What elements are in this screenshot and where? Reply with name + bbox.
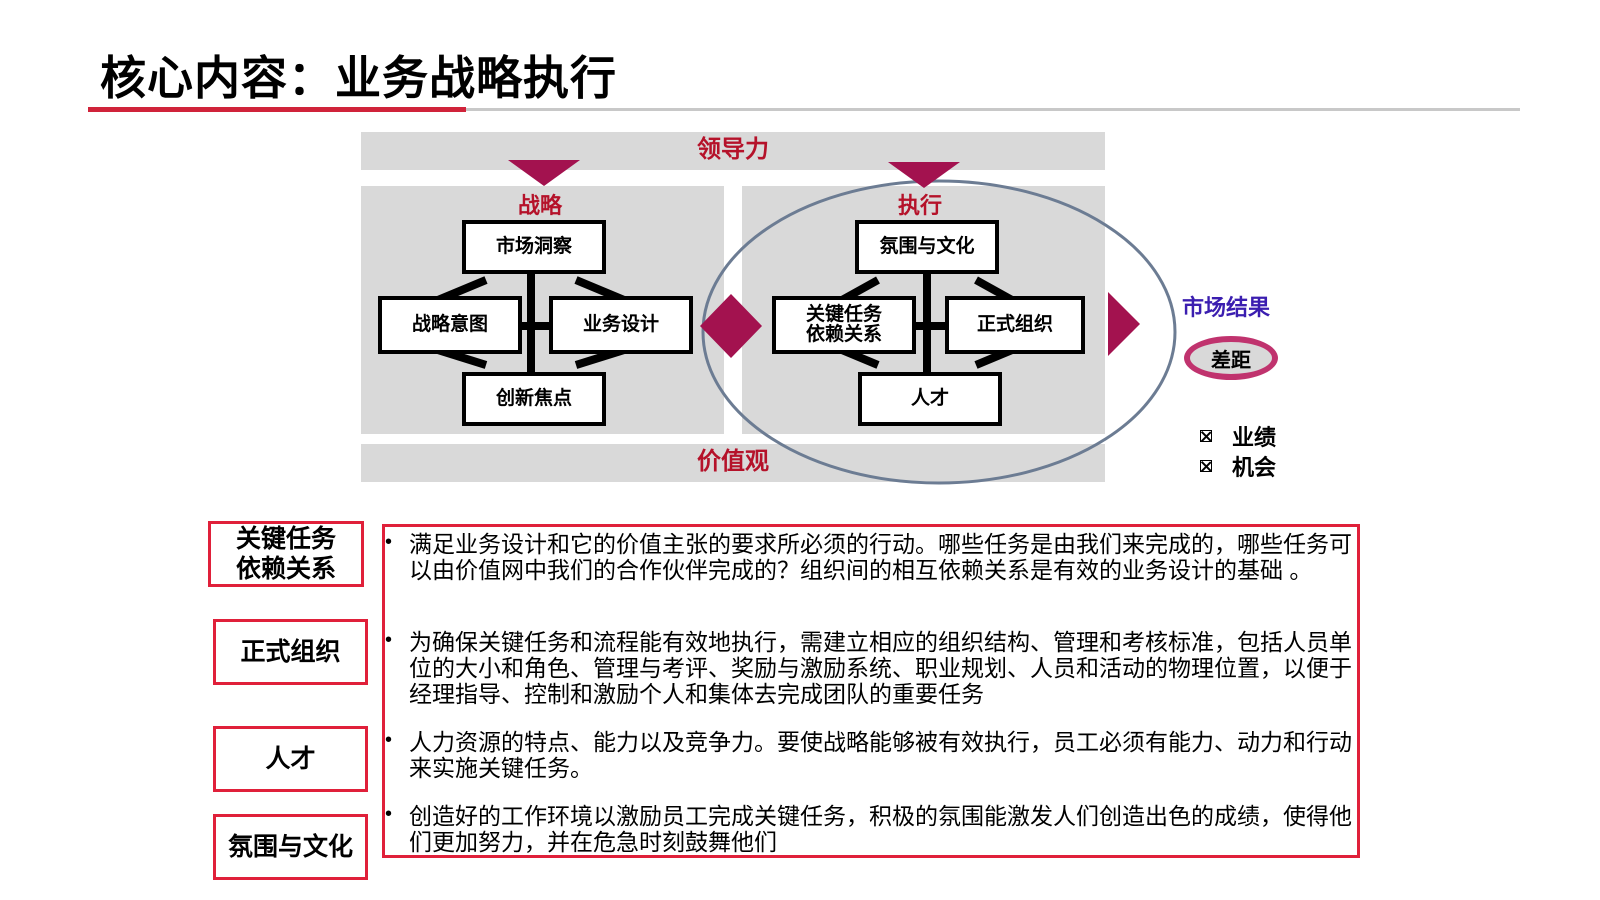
leadership-label: 领导力 (697, 136, 769, 163)
bullet-icon: • (385, 729, 393, 751)
box-key-tasks-line1: 关键任务 (805, 304, 882, 325)
title-accent-bar (88, 107, 466, 112)
legend-item-opportunity: 机会 (1200, 450, 1276, 482)
description-text: 为确保关键任务和流程能有效地执行，需建立相应的组织结构、管理和考核标准，包括人员… (409, 629, 1352, 707)
page-title: 核心内容：业务战略执行 (100, 52, 617, 104)
bullet-icon: • (385, 803, 393, 825)
box-formal-org: 正式组织 (945, 296, 1085, 354)
values-band: 价值观 (361, 444, 1105, 482)
checkbox-icon (1200, 460, 1212, 472)
tag-key-tasks: 关键任务 依赖关系 (208, 521, 364, 587)
box-key-tasks: 关键任务 依赖关系 (772, 296, 916, 354)
strategy-down-arrow-icon (508, 160, 580, 186)
box-key-tasks-line2: 依赖关系 (805, 324, 882, 345)
strategy-execution-diamond-icon (700, 294, 762, 358)
gap-badge: 差距 (1184, 336, 1278, 380)
tag-key-tasks-line1: 关键任务 (235, 525, 336, 553)
tag-formal-org: 正式组织 (213, 619, 368, 685)
description-text: 创造好的工作环境以激励员工完成关键任务，积极的氛围能激发人们创造出色的成绩，使得… (409, 803, 1352, 855)
result-arrow-icon (1108, 292, 1140, 356)
box-talent: 人才 (858, 372, 1002, 426)
box-strategic-intent: 战略意图 (378, 296, 522, 354)
execution-label: 执行 (897, 193, 942, 218)
tag-key-tasks-line2: 依赖关系 (235, 555, 336, 583)
description-text: 满足业务设计和它的价值主张的要求所必须的行动。哪些任务是由我们来完成的，哪些任务… (409, 531, 1352, 583)
tag-talent: 人才 (213, 726, 368, 792)
description-panel: • 满足业务设计和它的价值主张的要求所必须的行动。哪些任务是由我们来完成的，哪些… (382, 524, 1360, 858)
checkbox-icon (1200, 430, 1212, 442)
market-result-label: 市场结果 (1182, 295, 1271, 320)
tag-climate-culture: 氛围与文化 (213, 814, 368, 880)
bullet-icon: • (385, 629, 393, 651)
legend-performance-label: 业绩 (1232, 425, 1277, 450)
execution-down-arrow-icon (888, 162, 960, 188)
box-innovation-focus: 创新焦点 (462, 372, 606, 426)
description-text: 人力资源的特点、能力以及竞争力。要使战略能够被有效执行，员工必须有能力、动力和行… (409, 729, 1352, 781)
box-climate-culture: 氛围与文化 (855, 220, 999, 274)
bullet-icon: • (385, 531, 393, 553)
legend-item-performance: 业绩 (1200, 420, 1276, 452)
leadership-band: 领导力 (361, 132, 1105, 170)
strategy-label: 战略 (517, 193, 562, 218)
legend-opportunity-label: 机会 (1232, 455, 1277, 480)
box-market-insight: 市场洞察 (462, 220, 606, 274)
box-business-design: 业务设计 (549, 296, 693, 354)
values-label: 价值观 (697, 448, 769, 475)
title-divider (88, 108, 1520, 111)
